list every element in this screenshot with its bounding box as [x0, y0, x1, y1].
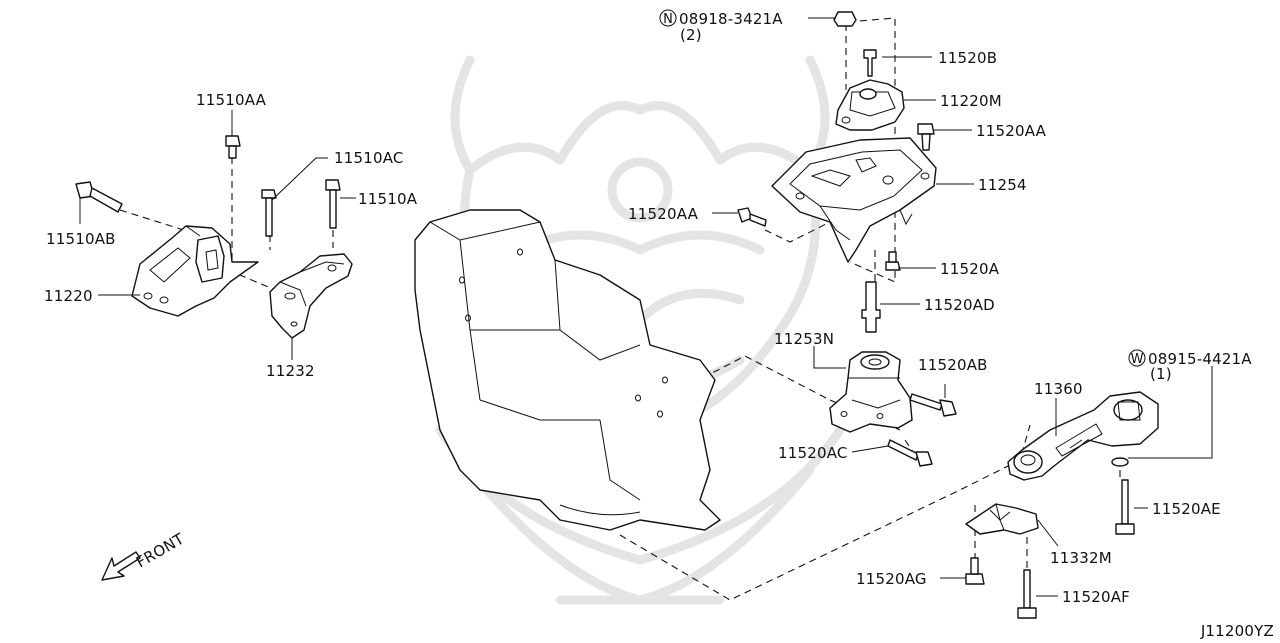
- part-label-11520AG: 11520AG: [856, 570, 927, 588]
- front-direction-indicator: FRONT: [101, 529, 188, 581]
- front-label: FRONT: [133, 529, 188, 571]
- upper-right-mount-assembly: [737, 11, 937, 333]
- part-label-11332M: 11332M: [1050, 549, 1112, 567]
- part-label-11520AA-top: 11520AA: [976, 122, 1047, 140]
- diagram-code: J11200YZ: [1200, 622, 1274, 639]
- callout-symbol-w: W: [1131, 352, 1144, 367]
- center-mount-assembly: [829, 351, 957, 467]
- part-labels: N 08918-3421A (2) 11520B 11220M 11520AA …: [44, 9, 1274, 640]
- part-label-11220: 11220: [44, 287, 93, 305]
- part-number-08918-3421A: 08918-3421A: [679, 10, 783, 28]
- part-label-11520AB: 11520AB: [918, 356, 988, 374]
- part-label-11360: 11360: [1034, 380, 1083, 398]
- part-label-11520B: 11520B: [938, 49, 997, 67]
- part-label-11510AA: 11510AA: [196, 91, 267, 109]
- part-number-08915-4421A: 08915-4421A: [1148, 350, 1252, 368]
- callout-08918-3421A: N 08918-3421A (2): [659, 9, 783, 44]
- part-label-11520AC: 11520AC: [778, 444, 848, 462]
- leader-lines: [79, 17, 1213, 597]
- callout-symbol-n: N: [663, 12, 673, 27]
- part-label-11510AC: 11510AC: [334, 149, 404, 167]
- part-label-11520A-right: 11520A: [940, 260, 1000, 278]
- engine-assembly: [414, 209, 721, 531]
- part-label-11510AB: 11510AB: [46, 230, 116, 248]
- part-label-11520AF: 11520AF: [1062, 588, 1130, 606]
- part-quantity-08915-4421A: (1): [1150, 365, 1172, 383]
- part-label-11232: 11232: [266, 362, 315, 380]
- part-label-11254: 11254: [978, 176, 1027, 194]
- part-label-11253N: 11253N: [774, 330, 834, 348]
- left-mount-assembly: [75, 135, 353, 339]
- part-label-11510A: 11510A: [358, 190, 418, 208]
- torque-rod-assembly: [965, 391, 1159, 619]
- callout-08915-4421A: W 08915-4421A (1): [1128, 349, 1252, 383]
- part-label-11220M: 11220M: [940, 92, 1002, 110]
- part-quantity-08918-3421A: (2): [680, 26, 702, 44]
- part-label-11520AA-mid: 11520AA: [628, 205, 699, 223]
- part-label-11520AE: 11520AE: [1152, 500, 1221, 518]
- part-label-11520AD: 11520AD: [924, 296, 995, 314]
- front-arrow-icon: [101, 551, 141, 581]
